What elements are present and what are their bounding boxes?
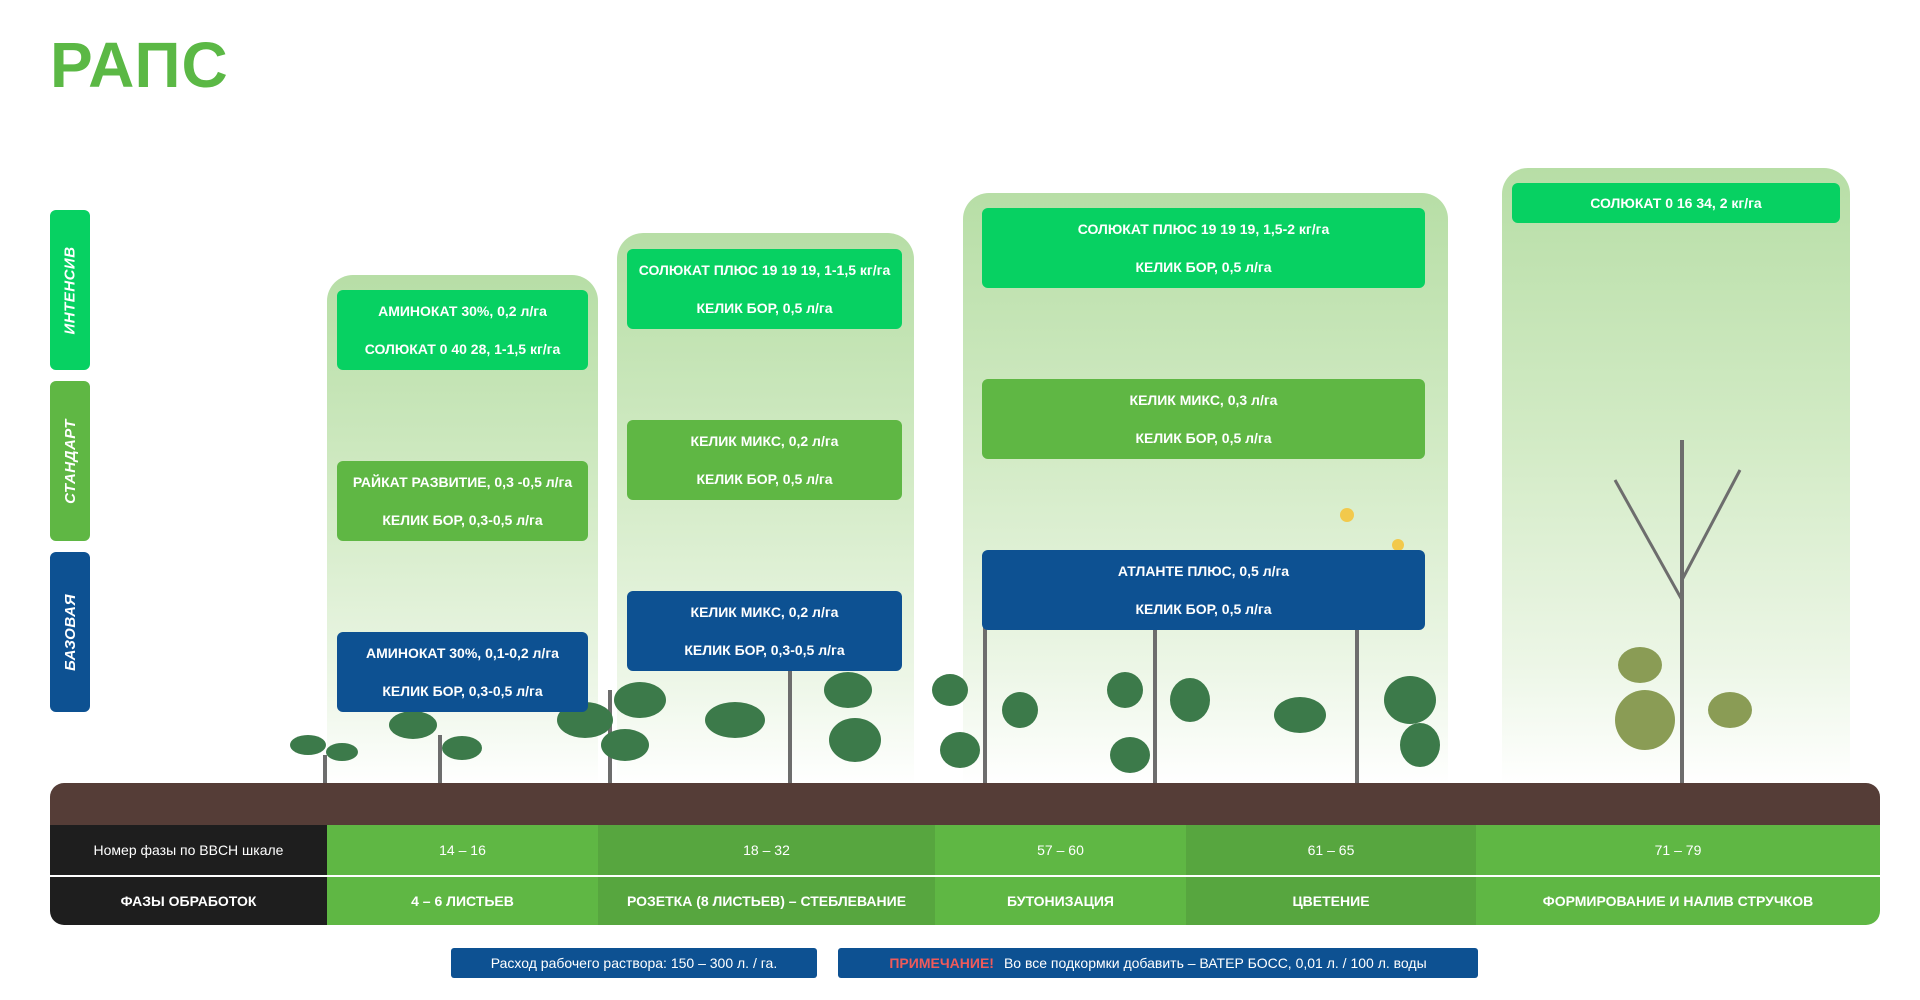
product-line: СОЛЮКАТ ПЛЮС 19 19 19, 1-1,5 кг/га	[638, 262, 891, 278]
consumption-note-text: Расход рабочего раствора: 150 – 300 л. /…	[490, 955, 778, 971]
table-cell-phase: БУТОНИЗАЦИЯ	[935, 877, 1186, 925]
table-row-phases: ФАЗЫ ОБРАБОТОК 4 – 6 ЛИСТЬЕВ РОЗЕТКА (8 …	[50, 875, 1880, 925]
table-cell-bbch: 71 – 79	[1476, 825, 1880, 875]
recommendation-base-phase-3-4: АТЛАНТЕ ПЛЮС, 0,5 л/га КЕЛИК БОР, 0,5 л/…	[982, 550, 1425, 630]
product-line: СОЛЮКАТ 0 40 28, 1-1,5 кг/га	[364, 341, 561, 357]
product-line: АМИНОКАТ 30%, 0,2 л/га	[378, 303, 547, 319]
recommendation-standard-phase-3-4: КЕЛИК МИКС, 0,3 л/га КЕЛИК БОР, 0,5 л/га	[982, 379, 1425, 459]
product-line: КЕЛИК БОР, 0,5 л/га	[696, 300, 833, 316]
table-cell-phase: ЦВЕТЕНИЕ	[1186, 877, 1476, 925]
recommendation-base-phase-2: КЕЛИК МИКС, 0,2 л/га КЕЛИК БОР, 0,3-0,5 …	[627, 591, 902, 671]
tier-label-standard: СТАНДАРТ	[50, 381, 90, 541]
phase-table: Номер фазы по BBCH шкале 14 – 16 18 – 32…	[50, 825, 1880, 925]
product-line: КЕЛИК БОР, 0,3-0,5 л/га	[382, 512, 543, 528]
table-cell-bbch: 18 – 32	[598, 825, 935, 875]
table-header-phases: ФАЗЫ ОБРАБОТОК	[50, 877, 327, 925]
table-cell-bbch: 14 – 16	[327, 825, 598, 875]
tier-label-intensive: ИНТЕНСИВ	[50, 210, 90, 370]
product-line: КЕЛИК БОР, 0,5 л/га	[696, 471, 833, 487]
product-line: КЕЛИК БОР, 0,3-0,5 л/га	[382, 683, 543, 699]
product-line: КЕЛИК БОР, 0,3-0,5 л/га	[684, 642, 845, 658]
product-line: РАЙКАТ РАЗВИТИЕ, 0,3 -0,5 л/га	[352, 474, 573, 490]
product-line: КЕЛИК БОР, 0,5 л/га	[1135, 601, 1272, 617]
page-title: РАПС	[50, 29, 229, 101]
product-line: СОЛЮКАТ ПЛЮС 19 19 19, 1,5-2 кг/га	[1077, 221, 1330, 237]
recommendation-intensive-phase-2: СОЛЮКАТ ПЛЮС 19 19 19, 1-1,5 кг/га КЕЛИК…	[627, 249, 902, 329]
tier-label-base: БАЗОВАЯ	[50, 552, 90, 712]
table-cell-phase: 4 – 6 ЛИСТЬЕВ	[327, 877, 598, 925]
warning-note: ПРИМЕЧАНИЕ! Во все подкормки добавить – …	[838, 948, 1478, 978]
product-line: АМИНОКАТ 30%, 0,1-0,2 л/га	[366, 645, 559, 661]
table-cell-bbch: 61 – 65	[1186, 825, 1476, 875]
tier-label-standard-text: СТАНДАРТ	[61, 418, 79, 504]
table-cell-phase: ФОРМИРОВАНИЕ И НАЛИВ СТРУЧКОВ	[1476, 877, 1880, 925]
product-line: КЕЛИК МИКС, 0,2 л/га	[690, 604, 839, 620]
warning-label: ПРИМЕЧАНИЕ!	[889, 955, 994, 971]
product-line: КЕЛИК БОР, 0,5 л/га	[1135, 430, 1272, 446]
recommendation-standard-phase-2: КЕЛИК МИКС, 0,2 л/га КЕЛИК БОР, 0,5 л/га	[627, 420, 902, 500]
recommendation-intensive-phase-1: АМИНОКАТ 30%, 0,2 л/га СОЛЮКАТ 0 40 28, …	[337, 290, 588, 370]
consumption-note: Расход рабочего раствора: 150 – 300 л. /…	[451, 948, 817, 978]
table-header-bbch: Номер фазы по BBCH шкале	[50, 825, 327, 875]
product-line: АТЛАНТЕ ПЛЮС, 0,5 л/га	[1117, 563, 1290, 579]
soil-strip	[50, 783, 1880, 825]
table-row-bbch: Номер фазы по BBCH шкале 14 – 16 18 – 32…	[50, 825, 1880, 875]
phase-panel-5	[1502, 168, 1850, 785]
warning-text: Во все подкормки добавить – ВАТЕР БОСС, …	[1003, 955, 1427, 971]
recommendation-base-phase-1: АМИНОКАТ 30%, 0,1-0,2 л/га КЕЛИК БОР, 0,…	[337, 632, 588, 712]
product-line: КЕЛИК МИКС, 0,2 л/га	[690, 433, 839, 449]
product-line: КЕЛИК МИКС, 0,3 л/га	[1129, 392, 1278, 408]
recommendation-intensive-phase-5: СОЛЮКАТ 0 16 34, 2 кг/га	[1512, 183, 1840, 223]
product-line: СОЛЮКАТ 0 16 34, 2 кг/га	[1590, 195, 1762, 211]
tier-label-intensive-text: ИНТЕНСИВ	[61, 245, 79, 335]
tier-label-base-text: БАЗОВАЯ	[61, 593, 79, 671]
recommendation-intensive-phase-3-4: СОЛЮКАТ ПЛЮС 19 19 19, 1,5-2 кг/га КЕЛИК…	[982, 208, 1425, 288]
recommendation-standard-phase-1: РАЙКАТ РАЗВИТИЕ, 0,3 -0,5 л/га КЕЛИК БОР…	[337, 461, 588, 541]
table-cell-phase: РОЗЕТКА (8 ЛИСТЬЕВ) – СТЕБЛЕВАНИЕ	[598, 877, 935, 925]
product-line: КЕЛИК БОР, 0,5 л/га	[1135, 259, 1272, 275]
table-cell-bbch: 57 – 60	[935, 825, 1186, 875]
